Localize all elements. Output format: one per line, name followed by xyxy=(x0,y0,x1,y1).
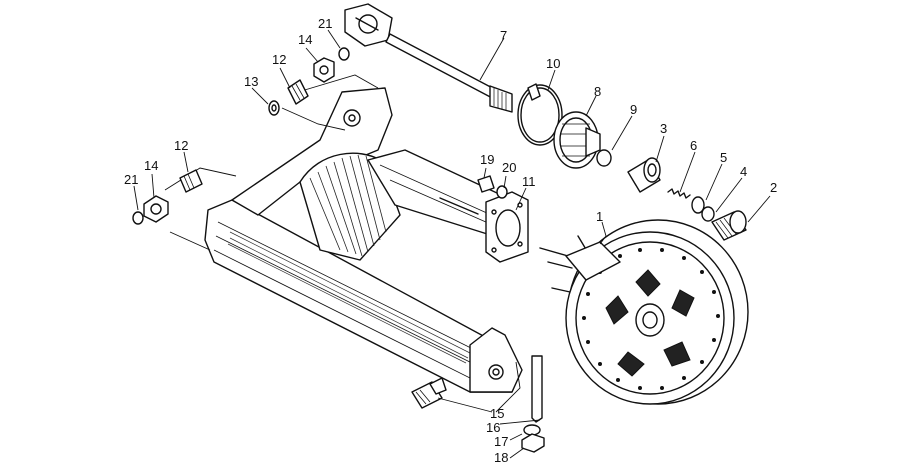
spring-6 xyxy=(667,188,691,199)
drive-shaft xyxy=(344,3,513,113)
callout-4: 4 xyxy=(740,164,747,179)
callout-9: 9 xyxy=(630,102,637,117)
callout-2: 2 xyxy=(770,180,777,195)
washer-4 xyxy=(701,206,715,222)
callout-6: 6 xyxy=(690,138,697,153)
boot-cover xyxy=(553,111,601,169)
hardware-19-20 xyxy=(477,175,508,199)
callout-14-left: 14 xyxy=(144,158,158,173)
nut-18 xyxy=(521,433,545,453)
callout-1: 1 xyxy=(596,209,603,224)
clamp-ring xyxy=(517,83,563,146)
o-ring-9 xyxy=(596,149,612,167)
callout-10: 10 xyxy=(546,56,560,71)
callout-16: 16 xyxy=(486,420,500,435)
callout-3: 3 xyxy=(660,121,667,136)
callout-12-left: 12 xyxy=(174,138,188,153)
swing-arm xyxy=(204,87,529,393)
callout-15: 15 xyxy=(490,406,504,421)
callout-17: 17 xyxy=(494,434,508,449)
callout-21-left: 21 xyxy=(124,172,138,187)
callouts: 1 2 3 4 5 6 7 8 9 10 11 12 12 13 14 14 1… xyxy=(124,16,777,465)
splined-shaft-2 xyxy=(711,210,747,241)
callout-13: 13 xyxy=(244,74,258,89)
wheel-hub xyxy=(539,219,749,405)
callout-7: 7 xyxy=(500,28,507,43)
callout-18: 18 xyxy=(494,450,508,465)
bolt-15 xyxy=(411,377,447,409)
callout-19: 19 xyxy=(480,152,494,167)
bearing-3 xyxy=(627,157,661,193)
washer-5 xyxy=(691,196,705,214)
callout-21-top: 21 xyxy=(318,16,332,31)
callout-8: 8 xyxy=(594,84,601,99)
hardware-left xyxy=(132,169,203,225)
bolt-16 xyxy=(531,355,543,423)
callout-12-top: 12 xyxy=(272,52,286,67)
callout-5: 5 xyxy=(720,150,727,165)
callout-11: 11 xyxy=(522,174,536,189)
hardware-top xyxy=(268,47,350,116)
callout-14-top: 14 xyxy=(298,32,312,47)
callout-20: 20 xyxy=(502,160,516,175)
